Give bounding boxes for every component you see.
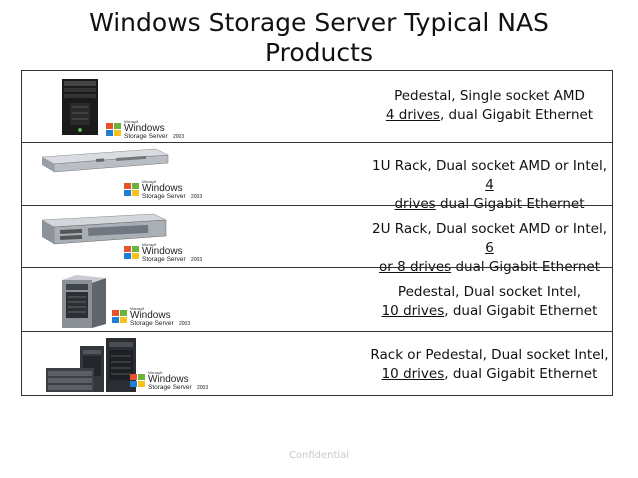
drive-count: 10 drives [381,366,445,382]
logo-product: Storage Server [142,256,187,263]
description-line: drives dual Gigabit Ethernet [367,195,612,214]
product-description: Pedestal, Dual socket Intel, 10 drives, … [367,283,612,321]
product-description: Pedestal, Single socket AMD 4 drives, du… [367,87,612,125]
product-row-3: Microsoft Windows Storage Server 2003 2U… [22,205,612,275]
product-row-2: Microsoft Windows Storage Server 2003 1U… [22,142,612,212]
logo-product: Storage Server [124,133,169,140]
drive-label: drives [394,196,436,212]
logo-brand: Windows [148,374,189,385]
windows-logo-icon [112,310,127,323]
windows-logo-icon [124,246,139,259]
product-table: Microsoft Windows Storage Server 2003 Pe… [21,70,613,396]
product-row-5: Microsoft Windows Storage Server 2003 Ra… [22,331,612,395]
drive-count: 6 [485,240,494,256]
logo-brand-small: Microsoft [142,243,156,247]
product-row-4: Microsoft Windows Storage Server 2003 Pe… [22,267,612,331]
rack-and-pedestal-server-image: Microsoft Windows Storage Server 2003 [46,338,208,392]
logo-brand-small: Microsoft [142,180,156,184]
description-text: , dual Gigabit Ethernet [439,107,594,123]
description-text: 2U Rack, Dual socket AMD or Intel, [372,221,607,237]
windows-logo-icon [130,374,145,387]
pedestal-server-image: Microsoft Windows Storage Server 2003 [62,275,190,328]
confidential-footer: Confidential [288,450,350,461]
logo-year: 2003 [191,194,202,200]
logo-brand: Windows [142,183,183,194]
logo-year: 2003 [191,257,202,263]
drive-count: 10 drives [381,303,445,319]
logo-brand-small: Microsoft [148,371,162,375]
drive-count: 4 drives [385,107,440,123]
description-line: 10 drives, dual Gigabit Ethernet [367,302,612,321]
description-line: Rack or Pedestal, Dual socket Intel, [370,347,609,363]
slide-title: Windows Storage Server Typical NAS Produ… [0,8,638,68]
logo-year: 2003 [197,385,208,391]
logo-year: 2003 [173,134,184,140]
product-description: Rack or Pedestal, Dual socket Intel, 10 … [367,346,612,384]
slide-title-line-1: Windows Storage Server Typical NAS [89,8,549,37]
description-text: , dual Gigabit Ethernet [444,303,598,319]
logo-product: Storage Server [130,320,175,327]
windows-logo-icon [106,123,121,136]
logo-brand-small: Microsoft [130,307,144,311]
description-line: 4 drives, dual Gigabit Ethernet [367,106,612,125]
product-row-1: Microsoft Windows Storage Server 2003 Pe… [22,71,612,142]
description-line: Pedestal, Dual socket Intel, [397,284,582,300]
logo-product: Storage Server [148,384,193,391]
windows-logo-icon [124,183,139,196]
description-line: 10 drives, dual Gigabit Ethernet [367,365,612,384]
logo-brand: Windows [142,246,183,257]
logo-year: 2003 [179,321,190,327]
description-text: 1U Rack, Dual socket AMD or Intel, [372,158,607,174]
2u-rack-server-image: Microsoft Windows Storage Server 2003 [41,213,202,263]
product-description: 1U Rack, Dual socket AMD or Intel, 4 dri… [367,157,612,214]
description-line: Pedestal, Single socket AMD [394,88,585,104]
slide-title-line-2: Products [265,38,373,67]
logo-product: Storage Server [142,193,187,200]
1u-rack-server-image: Microsoft Windows Storage Server 2003 [41,148,202,200]
description-text: dual Gigabit Ethernet [435,196,585,212]
logo-brand: Windows [124,123,165,134]
pedestal-server-image: Microsoft Windows Storage Server 2003 [62,79,184,140]
logo-brand: Windows [130,310,171,321]
description-line: 1U Rack, Dual socket AMD or Intel, 4 [367,157,612,195]
description-text: , dual Gigabit Ethernet [444,366,598,382]
description-line: 2U Rack, Dual socket AMD or Intel, 6 [367,220,612,258]
logo-brand-small: Microsoft [124,120,138,124]
drive-count: 4 [485,177,494,193]
